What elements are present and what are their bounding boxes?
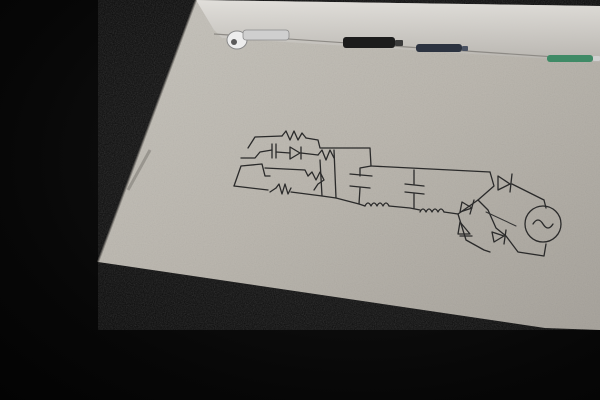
blue-marker-icon[interactable]	[416, 44, 468, 52]
tray-items	[226, 29, 600, 62]
capacitor-icon	[349, 165, 373, 205]
ac-source-icon	[524, 205, 562, 243]
marker-tray	[196, 0, 600, 62]
board-left-edge	[97, 0, 197, 263]
resistor-icon	[317, 149, 335, 161]
black-marker-icon[interactable]	[343, 37, 403, 48]
inductor-icon	[419, 208, 445, 213]
diode-icon	[497, 173, 513, 193]
whiteboard	[97, 0, 600, 330]
left-network	[233, 130, 372, 199]
capacitor-icon	[404, 169, 425, 209]
green-marker-icon[interactable]	[547, 55, 600, 62]
diode-icon	[491, 229, 507, 245]
eraser-icon[interactable]	[226, 29, 290, 50]
board-surface	[98, 0, 600, 330]
bridge-rectifier	[457, 171, 547, 257]
inductor-icon	[364, 202, 390, 207]
resistor-icon	[281, 130, 307, 141]
resistor-icon	[307, 171, 325, 191]
diode-icon	[459, 199, 475, 215]
board-stain	[126, 149, 152, 191]
capacitor-icon	[271, 143, 277, 159]
circuit-drawing	[233, 130, 562, 257]
resistor-icon	[275, 183, 292, 195]
